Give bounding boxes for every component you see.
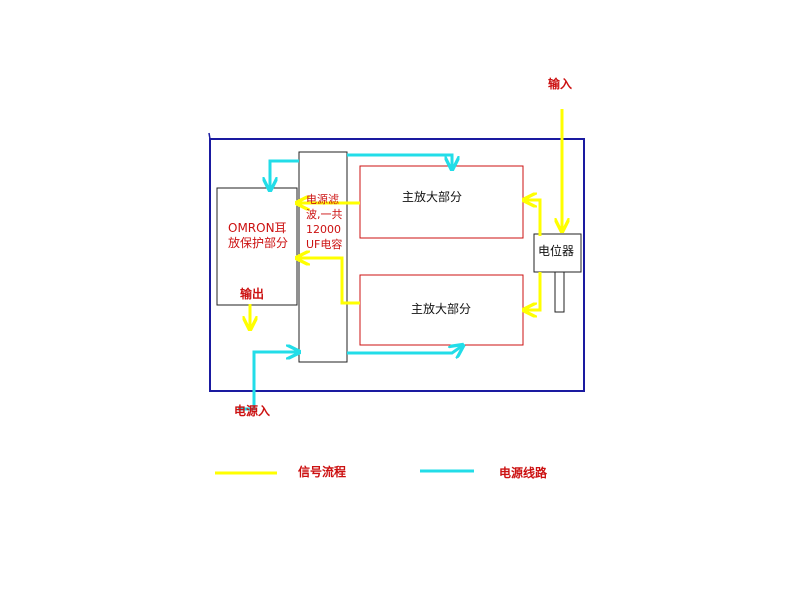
power-line-to-amp-bottom (347, 346, 462, 353)
omron-block (216, 187, 298, 306)
signal-line-to-amp-bottom (525, 272, 542, 310)
power-line-to-omron (270, 159, 299, 189)
output-label: 输出 (240, 287, 265, 301)
amp-top-label: 主放大部分 (402, 190, 463, 204)
power-line-to-amp-top (347, 153, 452, 168)
legend-signal-label: 信号流程 (298, 465, 347, 479)
potentiometer-label: 电位器 (538, 244, 575, 258)
enclosure-tick (208, 132, 211, 140)
enclosure-box (209, 138, 585, 392)
omron-block-label: OMRON耳放保护部分 (228, 221, 289, 250)
filter-block-label: 电源滤波,一共12000UF电容 (306, 193, 343, 251)
power-line-in (238, 352, 298, 411)
amp-bottom-label: 主放大部分 (411, 302, 472, 316)
power-in-label: 电源入 (234, 404, 271, 418)
input-label: 输入 (548, 77, 573, 91)
potentiometer-shaft (554, 271, 565, 313)
potentiometer-block (533, 233, 582, 273)
signal-line-to-amp-top (525, 200, 542, 236)
legend-power-label: 电源线路 (499, 466, 548, 480)
signal-line-amp-bottom-out (298, 258, 360, 305)
